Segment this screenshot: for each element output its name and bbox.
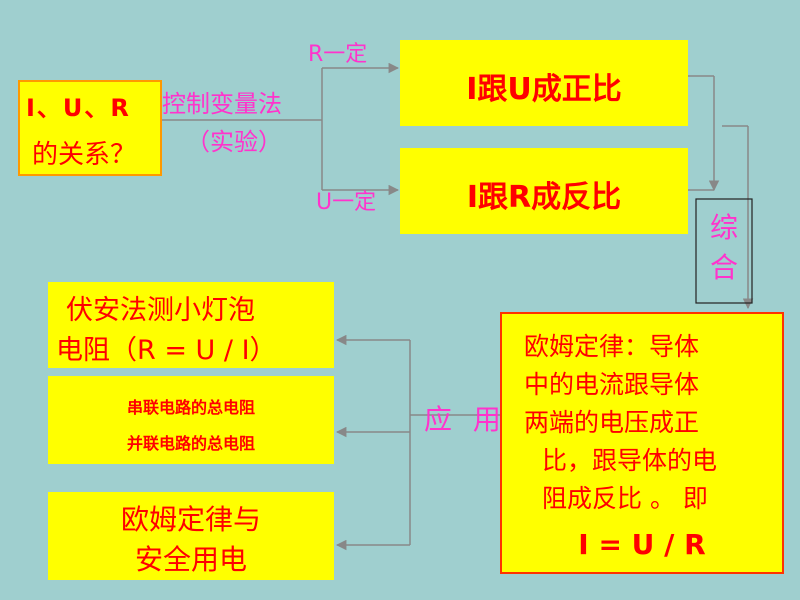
- question-line-1: I、U、R: [26, 94, 131, 122]
- result-text-inverse: I跟R成反比: [466, 180, 622, 215]
- app-measure-line-1: 伏安法测小灯泡: [66, 295, 255, 326]
- app-safety-line-2: 安全用电: [134, 543, 247, 576]
- ohm-law-line-1: 欧姆定律：导体: [524, 332, 700, 361]
- condition-u-const: U一定: [316, 190, 377, 215]
- app-series-resistance: 串联电路的总电阻: [126, 398, 255, 417]
- ohm-law-line-3: 两端的电压成正: [524, 408, 700, 437]
- result-text-proportional: I跟U成正比: [466, 72, 622, 107]
- ohm-law-line-2: 中的电流跟导体: [524, 370, 700, 399]
- app-box-safety: 欧姆定律与 安全用电: [48, 492, 334, 580]
- result-box-inverse: I跟R成反比: [400, 148, 688, 234]
- synthesis-char-2: 合: [709, 251, 738, 284]
- app-box-measure-resistance: 伏安法测小灯泡 电阻（R = U / I）: [48, 282, 334, 368]
- method-label: 控制变量法: [162, 90, 282, 118]
- ohm-law-text: 欧姆定律：导体 中的电流跟导体 两端的电压成正 比，跟导体的电 阻成反比 。 即: [524, 328, 717, 518]
- question-line-2: 的关系？: [32, 140, 137, 170]
- ohm-law-formula: I = U / R: [578, 528, 706, 561]
- ohm-law-box: 欧姆定律：导体 中的电流跟导体 两端的电压成正 比，跟导体的电 阻成反比 。 即…: [500, 312, 784, 574]
- synthesis-label: 综 合: [700, 210, 748, 286]
- result-box-proportional: I跟U成正比: [400, 40, 688, 126]
- question-box: I、U、R 的关系？: [18, 80, 162, 176]
- condition-r-const: R一定: [308, 42, 368, 67]
- synthesis-char-1: 综: [709, 211, 738, 244]
- app-box-total-resistance: 串联电路的总电阻 并联电路的总电阻: [48, 376, 334, 464]
- ohm-law-line-5: 阻成反比 。 即: [542, 484, 708, 513]
- app-safety-line-1: 欧姆定律与: [120, 503, 261, 536]
- ohm-law-line-4: 比，跟导体的电: [542, 446, 718, 475]
- app-parallel-resistance: 并联电路的总电阻: [126, 434, 255, 453]
- app-measure-line-2: 电阻（R = U / I）: [56, 335, 277, 366]
- application-label: 应 用: [424, 403, 507, 436]
- method-note: （实验）: [186, 128, 282, 156]
